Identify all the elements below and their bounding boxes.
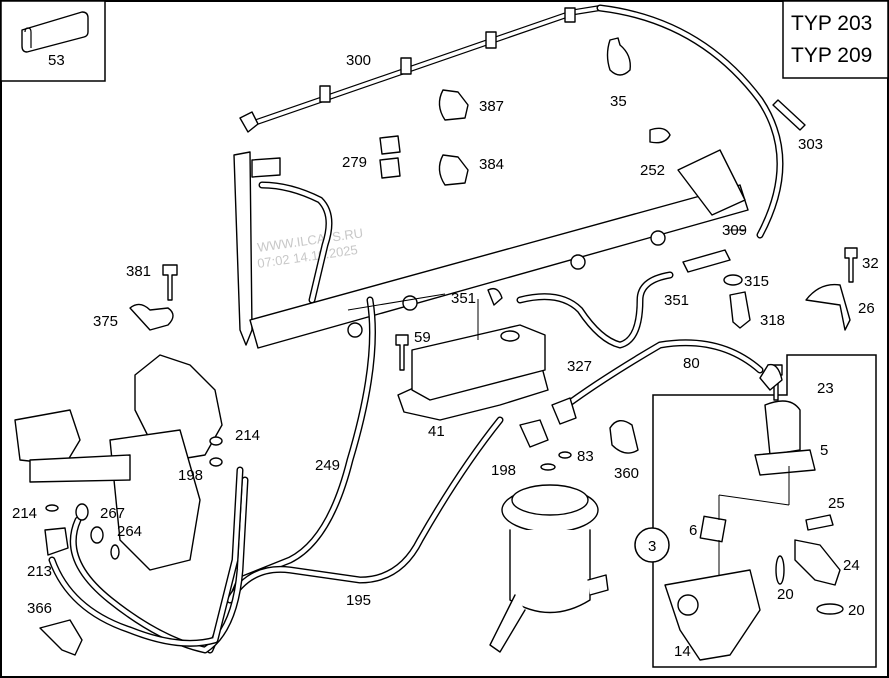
clamp-360-icon: [609, 420, 639, 454]
callout-360[interactable]: 360: [614, 465, 639, 482]
callout-252[interactable]: 252: [640, 162, 665, 179]
seal-214-icon: [209, 436, 223, 446]
clip-351-icon: [487, 287, 503, 306]
fuel-filter-housing: [489, 484, 609, 653]
callout-20-a[interactable]: 20: [777, 586, 794, 603]
callout-214-b[interactable]: 214: [12, 505, 37, 522]
callout-318[interactable]: 318: [760, 312, 785, 329]
leak-off-line-300: [239, 5, 601, 133]
connector-2-icon: [551, 397, 577, 425]
callout-300[interactable]: 300: [346, 52, 371, 69]
high-pressure-pump: [14, 354, 223, 571]
callout-24[interactable]: 24: [843, 557, 860, 574]
callout-20-b[interactable]: 20: [848, 602, 865, 619]
callout-53[interactable]: 53: [48, 52, 65, 69]
callout-249[interactable]: 249: [315, 457, 340, 474]
callout-384[interactable]: 384: [479, 156, 504, 173]
callout-264[interactable]: 264: [117, 523, 142, 540]
bracket-375-icon: [129, 303, 174, 331]
callout-5[interactable]: 5: [820, 442, 828, 459]
edge-trim-icon: [21, 11, 89, 53]
model-type-line-2: TYP 209: [791, 44, 872, 67]
callout-83[interactable]: 83: [577, 448, 594, 465]
injector: [233, 151, 281, 346]
callout-303[interactable]: 303: [798, 136, 823, 153]
callouts: 300 35 387 384 279 303 252 309 381 375 3…: [12, 52, 879, 660]
seal-264b-icon: [110, 544, 120, 560]
inset-box-53: 53: [0, 0, 106, 82]
callout-198-a[interactable]: 198: [178, 467, 203, 484]
seal-214b-icon: [45, 504, 59, 512]
bolt-381-icon: [162, 264, 178, 301]
callout-309[interactable]: 309: [722, 222, 747, 239]
callout-195[interactable]: 195: [346, 592, 371, 609]
callout-366[interactable]: 366: [27, 600, 52, 617]
clip-366-icon: [39, 619, 83, 656]
group-circle-3: [634, 527, 670, 563]
union-309-icon: [682, 249, 731, 273]
spring-303-icon: [772, 99, 806, 131]
clip-279-icon: [379, 135, 401, 179]
callout-26[interactable]: 26: [858, 300, 875, 317]
callout-59[interactable]: 59: [414, 329, 431, 346]
callout-3[interactable]: 3: [648, 538, 656, 555]
group-3-box: [634, 354, 877, 668]
callout-267[interactable]: 267: [100, 505, 125, 522]
callout-14[interactable]: 14: [674, 643, 691, 660]
callout-32[interactable]: 32: [862, 255, 879, 272]
callout-41[interactable]: 41: [428, 423, 445, 440]
seal-315-icon: [723, 274, 743, 286]
clamp-35-icon: [606, 37, 631, 76]
callout-214-a[interactable]: 214: [235, 427, 260, 444]
callout-351-b[interactable]: 351: [664, 292, 689, 309]
small-parts: [39, 37, 858, 656]
seal-198-icon: [209, 457, 223, 467]
callout-381[interactable]: 381: [126, 263, 151, 280]
model-type-line-1: TYP 203: [791, 12, 872, 35]
callout-327[interactable]: 327: [567, 358, 592, 375]
leader-lines: [347, 229, 745, 340]
callout-80[interactable]: 80: [683, 355, 700, 372]
fuel-cooler: [397, 324, 549, 421]
banjo-bolt-318-icon: [729, 291, 751, 329]
banjo-252-icon: [649, 127, 671, 144]
fitting-80-end-icon: [759, 363, 783, 391]
callout-315[interactable]: 315: [744, 273, 769, 290]
callout-279[interactable]: 279: [342, 154, 367, 171]
seal-264a-icon: [90, 526, 104, 544]
callout-6[interactable]: 6: [689, 522, 697, 539]
bracket-26-icon: [805, 283, 851, 331]
callout-35[interactable]: 35: [610, 93, 627, 110]
bolt-32-icon: [844, 247, 858, 283]
clip-384-icon: [438, 154, 469, 186]
callout-25[interactable]: 25: [828, 495, 845, 512]
seal-198b-icon: [540, 463, 556, 471]
callout-375[interactable]: 375: [93, 313, 118, 330]
fitting-267-icon: [75, 503, 89, 521]
clip-387-icon: [438, 89, 469, 121]
callout-23[interactable]: 23: [817, 380, 834, 397]
watermark: WWW.ILCATS.RU 07:02 14.10.2025: [256, 225, 364, 271]
model-type-box: TYP 203 TYP 209: [782, 0, 889, 79]
bolt-59-icon: [395, 334, 409, 371]
fitting-213-icon: [44, 527, 69, 556]
connector-icon: [519, 419, 549, 448]
seal-83-icon: [558, 451, 572, 459]
callout-351-a[interactable]: 351: [451, 290, 476, 307]
callout-387[interactable]: 387: [479, 98, 504, 115]
callout-198-b[interactable]: 198: [491, 462, 516, 479]
callout-213[interactable]: 213: [27, 563, 52, 580]
